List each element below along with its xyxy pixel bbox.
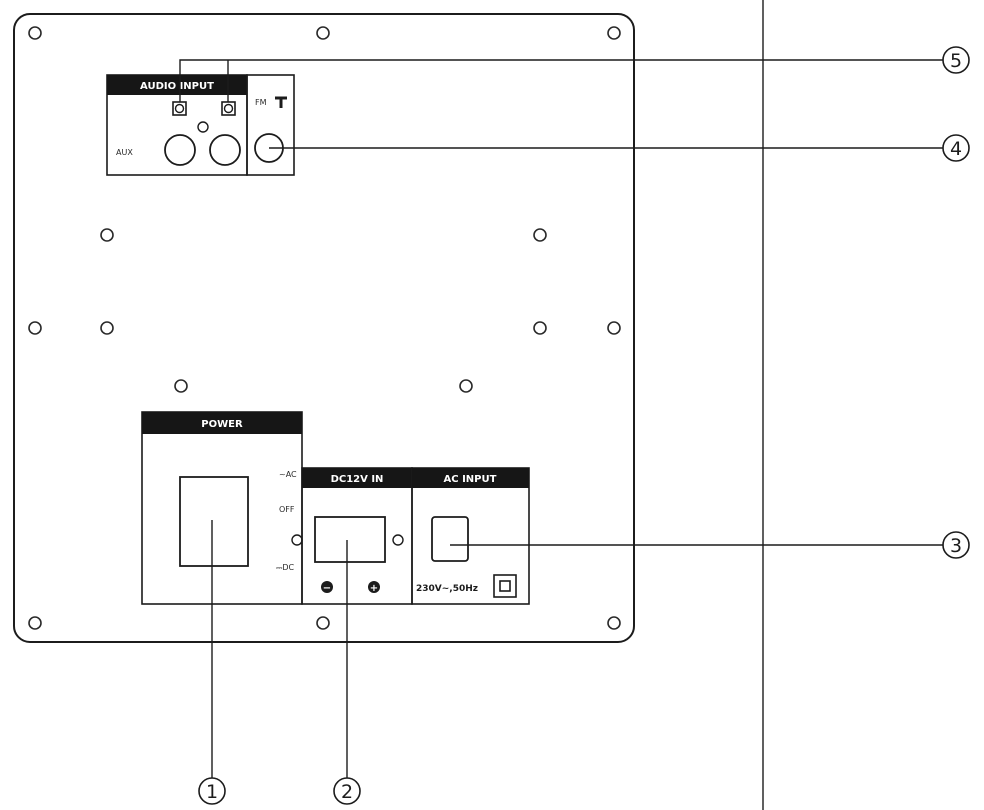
mounting-dot xyxy=(392,534,404,546)
dc-plus-icon xyxy=(368,581,380,593)
ac-rating-label: 230V~,50Hz xyxy=(416,584,478,594)
svg-text:−: − xyxy=(323,583,331,594)
ac-input-socket[interactable] xyxy=(431,516,469,562)
power-switch[interactable] xyxy=(179,476,249,567)
fm-label: FM xyxy=(255,98,267,107)
ac-input-panel: AC INPUT 230V~,50Hz xyxy=(411,467,530,605)
callout-2: 2 xyxy=(333,777,361,805)
ac-input-title: AC INPUT xyxy=(444,474,497,485)
double-insulation-icon xyxy=(493,574,517,598)
aux-label: AUX xyxy=(116,148,133,157)
fm-antenna-panel: FM xyxy=(246,74,295,176)
screw-hole xyxy=(28,616,42,630)
screw-hole xyxy=(607,321,621,335)
screw-hole xyxy=(100,321,114,335)
mounting-plate xyxy=(13,13,635,643)
screw-holes xyxy=(28,26,621,630)
mounting-dot xyxy=(291,534,303,546)
audio-input-title: AUDIO INPUT xyxy=(140,81,214,92)
callout-5: 5 xyxy=(942,46,970,74)
dc-input-title: DC12V IN xyxy=(331,474,384,485)
callout-4: 4 xyxy=(942,134,970,162)
screw-hole xyxy=(316,616,330,630)
screw-hole xyxy=(100,228,114,242)
svg-text:3: 3 xyxy=(950,535,962,557)
callout-3: 3 xyxy=(942,531,970,559)
power-ac-label: ~AC xyxy=(279,470,297,479)
audio-input-panel: AUDIO INPUT AUX xyxy=(106,74,248,176)
svg-text:4: 4 xyxy=(950,138,962,160)
screw-hole xyxy=(607,26,621,40)
screw-hole xyxy=(459,379,473,393)
ac-input-header xyxy=(412,468,529,488)
screw-hole xyxy=(28,321,42,335)
audio-input-header xyxy=(107,75,247,95)
power-dc-label: ⎓DC xyxy=(276,563,295,572)
dc-input-panel: DC12V IN − + xyxy=(301,467,413,605)
power-title: POWER xyxy=(201,419,243,430)
screw-hole xyxy=(533,228,547,242)
callout-1: 1 xyxy=(198,777,226,805)
power-panel: POWER ~AC OFF ⎓DC xyxy=(141,411,303,605)
svg-text:+: + xyxy=(370,583,378,594)
svg-text:1: 1 xyxy=(206,781,218,803)
screw-hole xyxy=(533,321,547,335)
leader-line-5 xyxy=(179,59,944,102)
rca-jack-right[interactable] xyxy=(209,134,241,166)
svg-text:2: 2 xyxy=(341,781,353,803)
rca-jack-left[interactable] xyxy=(164,134,196,166)
screw-hole xyxy=(28,26,42,40)
power-off-label: OFF xyxy=(279,505,295,514)
dc-minus-icon xyxy=(321,581,333,593)
dc-input-header xyxy=(302,468,412,488)
svg-text:5: 5 xyxy=(950,50,962,72)
screw-hole xyxy=(174,379,188,393)
screw-hole xyxy=(607,616,621,630)
screw-hole xyxy=(316,26,330,40)
dc-input-socket[interactable] xyxy=(314,516,386,563)
power-header xyxy=(142,412,302,434)
mounting-dot xyxy=(197,121,209,133)
leader-lines xyxy=(179,59,944,778)
antenna-icon xyxy=(275,96,287,108)
